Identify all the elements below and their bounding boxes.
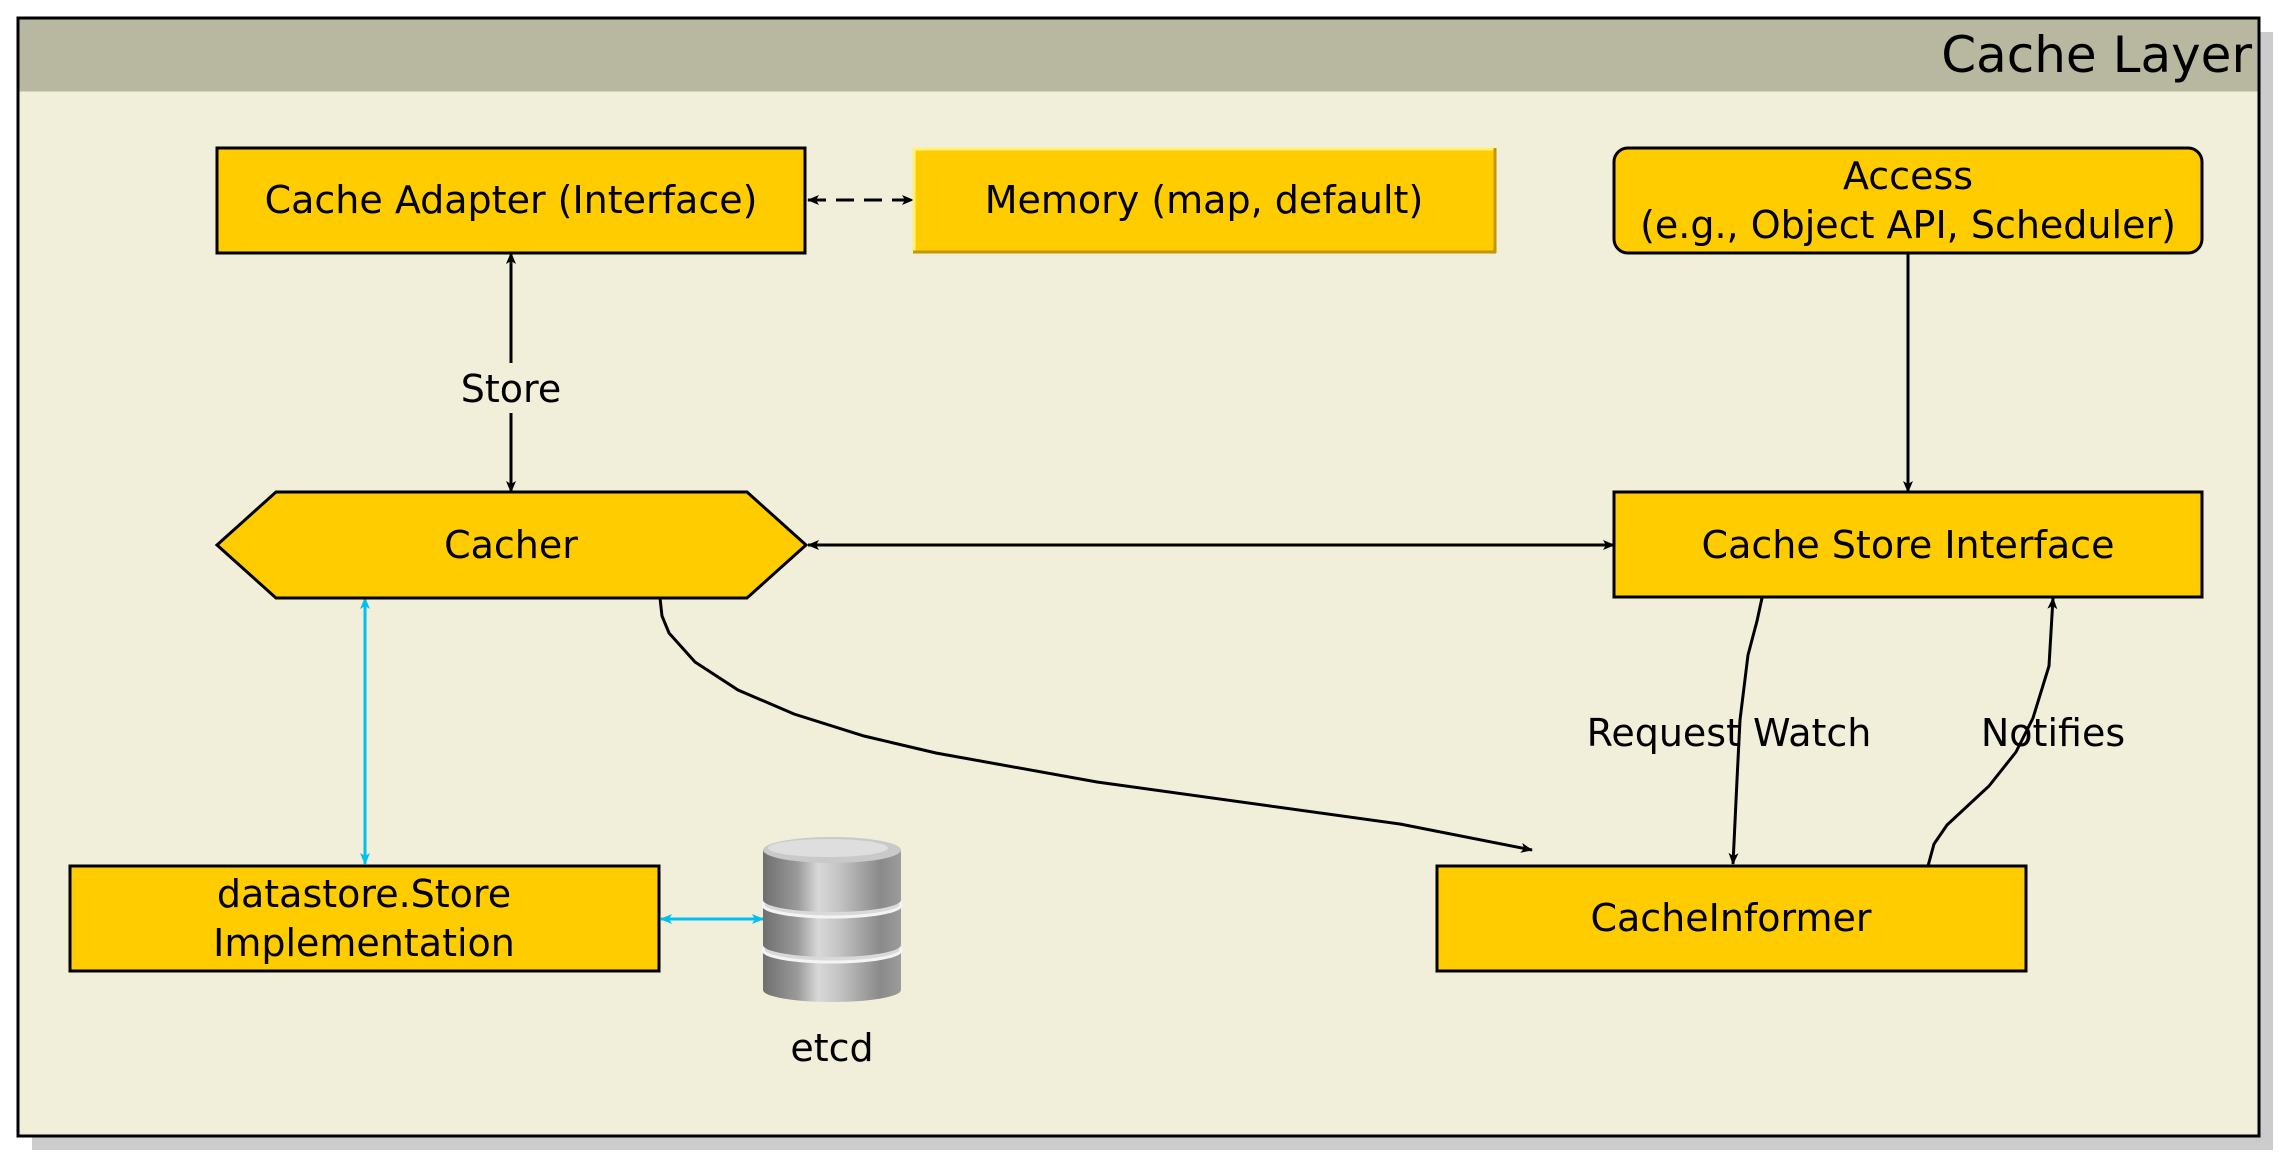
node-cache-informer-label: CacheInformer [1590, 896, 1871, 940]
node-cache-adapter-label: Cache Adapter (Interface) [265, 178, 758, 222]
edge-labels: Store Request Watch Notifies [452, 363, 2125, 755]
edge-cacher-informer [658, 597, 1533, 853]
edge-label-notifies: Notifies [1981, 711, 2125, 755]
node-cache-store-interface-label: Cache Store Interface [1702, 523, 2115, 567]
node-datastore-label-line2: Implementation [213, 921, 515, 965]
node-cache-adapter: Cache Adapter (Interface) [215, 146, 807, 255]
edge-label-store: Store [461, 367, 561, 411]
node-datastore-label-line1: datastore.Store [217, 872, 511, 916]
edge-request-watch [1728, 597, 1764, 865]
node-cacher: Cacher [214, 490, 809, 600]
node-cache-informer: CacheInformer [1435, 864, 2028, 973]
node-access: Access (e.g., Object API, Scheduler) [1612, 146, 2204, 255]
panel-title: Cache Layer [1941, 26, 2252, 84]
node-memory: Memory (map, default) [912, 147, 1497, 254]
node-memory-label: Memory (map, default) [985, 178, 1424, 222]
edge-notifies [1926, 597, 2058, 867]
node-cache-store-interface: Cache Store Interface [1612, 490, 2204, 599]
node-access-label-line2: (e.g., Object API, Scheduler) [1640, 203, 2176, 247]
etcd-database-icon [761, 837, 903, 1002]
node-cacher-label: Cacher [444, 523, 578, 567]
etcd-label: etcd [790, 1026, 873, 1070]
edge-label-request-watch: Request Watch [1587, 711, 1872, 755]
node-datastore: datastore.Store Implementation [68, 864, 661, 973]
edges [360, 195, 2058, 924]
node-access-label-line1: Access [1843, 154, 1973, 198]
